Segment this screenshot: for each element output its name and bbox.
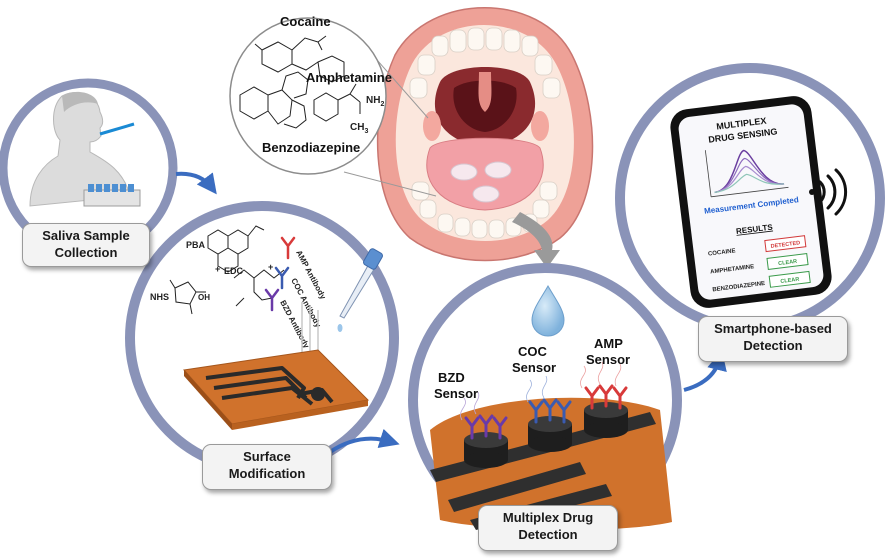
antibody-icons — [264, 236, 296, 312]
arrow-saliva-to-surface — [175, 171, 217, 195]
saliva-label-line2: Collection — [54, 245, 118, 260]
mouth-to-sensor-arrow — [512, 212, 560, 268]
electrode-chip-icon — [183, 349, 370, 430]
amp-sensor-line2: Sensor — [586, 352, 630, 367]
amp-antibodies — [584, 384, 628, 410]
bzd-electrode — [464, 432, 508, 468]
zoom-connector-lines — [343, 51, 437, 197]
multiplex-detection-label: Multiplex Drug Detection — [478, 505, 618, 551]
person-icon — [29, 91, 131, 207]
plus-sign-1: + — [215, 264, 220, 274]
pipette-icon — [337, 248, 383, 332]
swab-icon — [99, 122, 135, 136]
cocaine-structure — [254, 35, 345, 83]
amp-electrode — [584, 402, 628, 438]
sensor-antibodies — [464, 384, 628, 440]
saliva-drop-icon — [531, 284, 565, 337]
sample-tube-rack-icon — [83, 184, 141, 207]
multiplex-label-line2: Detection — [518, 527, 578, 542]
edc-structure — [233, 269, 285, 307]
multiplex-detection-ring: BZD Sensor COC Sensor AMP Sensor — [408, 263, 682, 537]
surface-modification-label: Surface Modification — [202, 444, 332, 490]
result-drug-amphetamine: AMPHETAMINE — [710, 264, 755, 275]
coc-electrode — [528, 416, 572, 452]
coc-sensor-line2: Sensor — [512, 360, 556, 375]
open-mouth-illustration — [376, 7, 594, 262]
edc-label: EDC — [224, 266, 244, 276]
bzd-sensor-line2: Sensor — [434, 386, 478, 401]
result-status-cocaine: DETECTED — [770, 240, 800, 250]
nhs-structure — [169, 279, 206, 315]
pba-structure — [207, 225, 265, 273]
plus-sign-2: + — [268, 262, 273, 272]
smartphone-detection-label: Smartphone-based Detection — [698, 316, 848, 362]
cocaine-label: Cocaine — [280, 14, 331, 29]
bzd-antibody-icon — [264, 288, 280, 312]
surface-label-line2: Modification — [228, 466, 306, 481]
amp-antibody-icon — [280, 236, 296, 260]
smartphone-ring: MULTIPLEX DRUG SENSING Measurement Compl… — [615, 63, 885, 333]
multiplex-label-line1: Multiplex Drug — [502, 510, 594, 525]
result-row-amphetamine: AMPHETAMINE CLEAR — [710, 253, 809, 275]
amphetamine-label: Amphetamine — [306, 70, 392, 85]
nh2-label: NH2 — [366, 95, 384, 108]
saliva-collection-ring — [0, 78, 178, 258]
result-row-cocaine: COCAINE DETECTED — [708, 235, 807, 258]
surface-label-line1: Surface — [243, 449, 291, 464]
molecule-zoom-circle: Cocaine Amphetamine Benzodiazepine NH2 C… — [229, 14, 392, 175]
bzd-antibodies — [464, 414, 508, 440]
result-status-amphetamine: CLEAR — [778, 259, 798, 267]
bzd-sensor-line1: BZD — [438, 370, 465, 385]
coc-sensor-line1: COC — [518, 344, 548, 359]
linker-strands — [460, 361, 622, 421]
coc-antibodies — [528, 398, 572, 424]
coc-antibody-icon — [274, 266, 290, 290]
ch3-label: CH3 — [350, 122, 368, 135]
saliva-collection-label: Saliva Sample Collection — [22, 223, 150, 267]
smartphone-label-line2: Detection — [743, 338, 803, 353]
benzodiazepine-structure — [239, 71, 309, 129]
phone-voltammogram-plot — [704, 149, 789, 198]
pba-label: PBA — [186, 240, 206, 250]
nhs-label: NHS — [150, 292, 169, 302]
smartphone-icon — [670, 96, 832, 308]
amp-sensor-line1: AMP — [594, 336, 623, 351]
benzodiazepine-label: Benzodiazepine — [262, 140, 360, 155]
oh-label: OH — [198, 293, 210, 302]
arrow-surface-to-multiplex — [328, 428, 400, 454]
surface-modification-ring: PBA + EDC + NHS OH AMP Antibody COC Anti… — [125, 201, 399, 475]
result-status-benzodiazepine: CLEAR — [780, 277, 800, 285]
saliva-label-line1: Saliva Sample — [42, 228, 130, 243]
smartphone-label-line1: Smartphone-based — [714, 321, 832, 336]
wireless-signal-icon — [809, 168, 848, 216]
result-drug-cocaine: COCAINE — [708, 248, 736, 257]
arrow-multiplex-to-smartphone — [683, 350, 727, 392]
amphetamine-structure — [313, 83, 361, 122]
